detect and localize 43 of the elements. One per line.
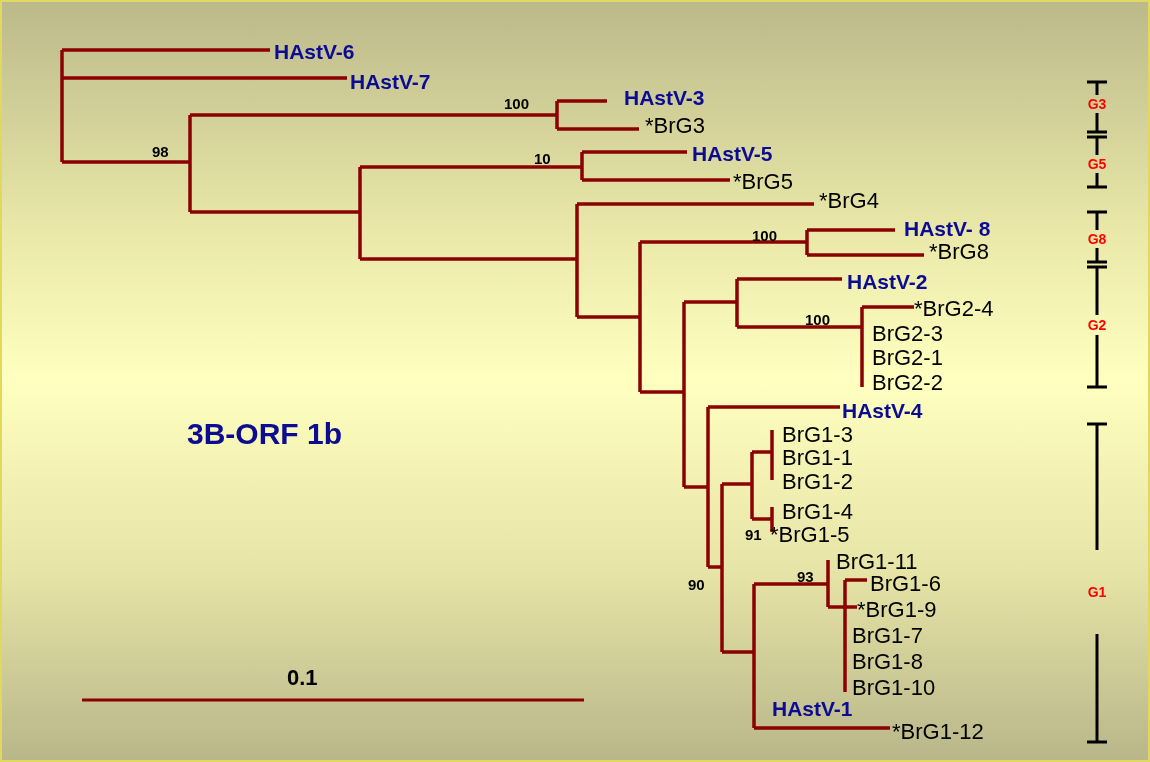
bootstrap-value: 100 (805, 312, 831, 328)
taxon-label: BrG1-10 (852, 676, 936, 700)
bootstrap-value: 10 (534, 151, 551, 167)
clade-label: G8 (1087, 231, 1107, 247)
taxon-label: HAstV-6 (274, 41, 355, 63)
taxon-label: HAstV-5 (692, 143, 773, 165)
bootstrap-value: 90 (688, 577, 705, 593)
taxon-label: BrG2-2 (872, 371, 943, 395)
taxon-label: *BrG1-12 (892, 720, 984, 744)
taxon-label: BrG1-1 (782, 446, 853, 470)
taxon-label: BrG1-7 (852, 624, 923, 648)
bootstrap-value: 100 (752, 228, 778, 244)
scale-value: 0.1 (287, 666, 318, 690)
taxon-label: BrG2-3 (872, 322, 943, 346)
taxon-label: HAstV-3 (624, 87, 705, 109)
clade-label: G2 (1087, 317, 1107, 333)
taxon-label: *BrG8 (929, 240, 989, 264)
clade-label: G3 (1087, 96, 1107, 112)
taxon-label: HAstV-7 (350, 71, 431, 93)
bootstrap-value: 98 (152, 144, 169, 160)
taxon-label: BrG1-6 (870, 572, 941, 596)
taxon-label: HAstV-1 (772, 698, 853, 720)
clade-label: G1 (1087, 584, 1107, 600)
bootstrap-value: 93 (797, 569, 814, 585)
taxon-label: HAstV-2 (847, 271, 928, 293)
taxon-label: *BrG1-5 (770, 523, 850, 547)
taxon-label: *BrG3 (645, 114, 705, 138)
taxon-label: *BrG1-9 (857, 598, 937, 622)
bootstrap-value: 91 (745, 527, 762, 543)
taxon-label: HAstV- 8 (904, 218, 991, 240)
taxon-label: BrG1-4 (782, 500, 853, 524)
taxon-label: HAstV-4 (842, 400, 923, 422)
taxon-label: BrG1-11 (836, 550, 918, 574)
taxon-label: BrG1-2 (782, 470, 853, 494)
clade-label: G5 (1087, 156, 1107, 172)
taxon-label: *BrG5 (733, 170, 793, 194)
taxon-label: BrG2-1 (872, 346, 943, 370)
taxon-label: BrG1-8 (852, 650, 923, 674)
taxon-label: *BrG2-4 (914, 297, 994, 321)
bootstrap-value: 100 (504, 96, 530, 112)
taxon-label: *BrG4 (819, 189, 879, 213)
panel-title: 3B-ORF 1b (187, 418, 342, 450)
taxon-label: BrG1-3 (782, 423, 853, 447)
